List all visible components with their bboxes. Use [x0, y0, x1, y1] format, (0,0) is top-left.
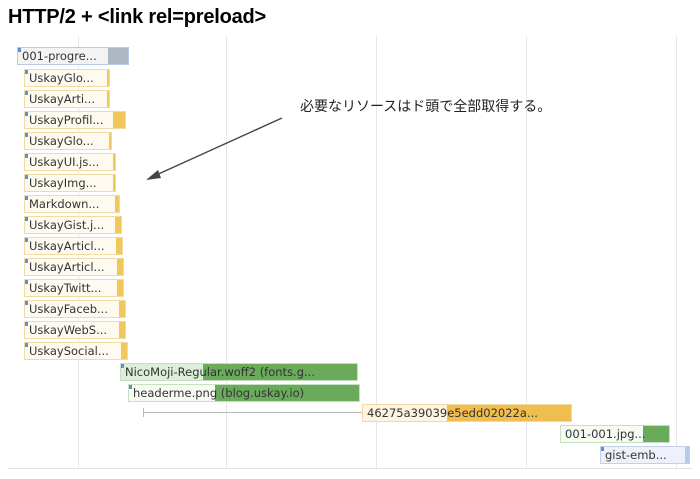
- request-bar-download: [113, 154, 115, 170]
- request-bar-download: [115, 196, 119, 212]
- start-marker: [25, 343, 28, 347]
- start-marker: [121, 364, 124, 368]
- request-bar-script[interactable]: UskayWebS...: [24, 321, 126, 339]
- request-label: UskayArticl...: [29, 260, 105, 274]
- start-marker: [25, 154, 28, 158]
- request-label: 001-001.jpg...: [565, 427, 646, 441]
- request-label: gist-emb...: [605, 448, 667, 462]
- request-label: UskayTwitt...: [29, 281, 102, 295]
- initiator-connector-tick: [143, 408, 144, 417]
- request-label: UskayGist.j...: [29, 218, 105, 232]
- request-bar-iframe[interactable]: gist-emb...: [600, 446, 690, 464]
- request-bar-download: [115, 217, 121, 233]
- request-bar-script[interactable]: Markdown...: [24, 195, 120, 213]
- request-bar-wait: [121, 364, 205, 380]
- annotation-text: 必要なリソースはド頭で全部取得する。: [300, 99, 552, 115]
- request-label: Markdown...: [29, 197, 100, 211]
- request-bar-download: [109, 133, 111, 149]
- request-bar-script[interactable]: UskayTwitt...: [24, 279, 124, 297]
- start-marker: [601, 447, 604, 451]
- request-bar-download: [117, 280, 123, 296]
- request-label: 46275a39039e5edd02022a...: [367, 406, 538, 420]
- request-label: UskayArticl...: [29, 239, 105, 253]
- start-marker: [25, 196, 28, 200]
- start-marker: [25, 175, 28, 179]
- request-bar-download: [113, 112, 125, 128]
- request-bar-script[interactable]: UskayFaceb...: [24, 300, 126, 318]
- request-bar-download: [119, 322, 125, 338]
- timeline-gridline: [226, 36, 227, 469]
- request-label: UskayGlo...: [29, 71, 94, 85]
- start-marker: [25, 259, 28, 263]
- page-title: HTTP/2 + <link rel=preload>: [8, 6, 267, 28]
- timeline-axis: [8, 468, 692, 469]
- start-marker: [25, 70, 28, 74]
- request-bar-font[interactable]: NicoMoji-Regular.woff2 (fonts.g...: [120, 363, 358, 381]
- request-bar-download: [108, 48, 128, 64]
- request-bar-script[interactable]: UskayGlo...: [24, 132, 112, 150]
- request-bar-download: [447, 405, 571, 421]
- request-bar-script[interactable]: UskayArticl...: [24, 258, 124, 276]
- start-marker: [25, 238, 28, 242]
- request-bar-download: [215, 385, 359, 401]
- request-label: UskayImg...: [29, 176, 97, 190]
- request-bar-script[interactable]: UskayArti...: [24, 90, 110, 108]
- request-label: UskaySocial...: [29, 344, 109, 358]
- start-marker: [25, 91, 28, 95]
- request-bar-download: [116, 238, 122, 254]
- request-bar-script[interactable]: UskayGist.j...: [24, 216, 122, 234]
- request-bar-image[interactable]: headerme.png (blog.uskay.io): [128, 384, 360, 402]
- request-label: 001-progre...: [22, 49, 97, 63]
- start-marker: [129, 385, 132, 389]
- request-label: UskayProfil...: [29, 113, 104, 127]
- request-label: NicoMoji-Regular.woff2 (fonts.g...: [125, 365, 315, 379]
- timeline-gridline: [676, 36, 677, 469]
- request-label: UskayWebS...: [29, 323, 108, 337]
- request-bar-download: [113, 175, 115, 191]
- timeline-gridline: [376, 36, 377, 469]
- request-bar-script[interactable]: UskaySocial...: [24, 342, 128, 360]
- request-label: UskayArti...: [29, 92, 95, 106]
- start-marker: [18, 48, 21, 52]
- request-bar-download: [119, 301, 125, 317]
- request-label: UskayUI.js...: [29, 155, 100, 169]
- request-bar-download: [203, 364, 357, 380]
- start-marker: [25, 301, 28, 305]
- initiator-connector: [144, 412, 362, 413]
- start-marker: [25, 322, 28, 326]
- request-bar-download: [121, 343, 127, 359]
- request-bar-download: [685, 447, 689, 463]
- request-bar-script[interactable]: UskayArticl...: [24, 237, 123, 255]
- request-bar-xhr[interactable]: 46275a39039e5edd02022a...: [362, 404, 572, 422]
- timeline-gridline: [526, 36, 527, 469]
- start-marker: [25, 133, 28, 137]
- request-label: headerme.png (blog.uskay.io): [133, 386, 305, 400]
- start-marker: [25, 217, 28, 221]
- start-marker: [25, 280, 28, 284]
- request-bar-download: [107, 91, 109, 107]
- request-bar-script[interactable]: UskayProfil...: [24, 111, 126, 129]
- request-label: UskayFaceb...: [29, 302, 108, 316]
- request-bar-script[interactable]: UskayUI.js...: [24, 153, 116, 171]
- request-bar-download: [643, 426, 669, 442]
- request-bar-script[interactable]: UskayGlo...: [24, 69, 110, 87]
- request-bar-document[interactable]: 001-progre...: [17, 47, 129, 65]
- start-marker: [25, 112, 28, 116]
- request-bar-image[interactable]: 001-001.jpg...: [560, 425, 670, 443]
- request-label: UskayGlo...: [29, 134, 94, 148]
- request-bar-download: [107, 70, 109, 86]
- request-bar-script[interactable]: UskayImg...: [24, 174, 116, 192]
- request-bar-download: [117, 259, 123, 275]
- request-bar-wait: [18, 48, 108, 64]
